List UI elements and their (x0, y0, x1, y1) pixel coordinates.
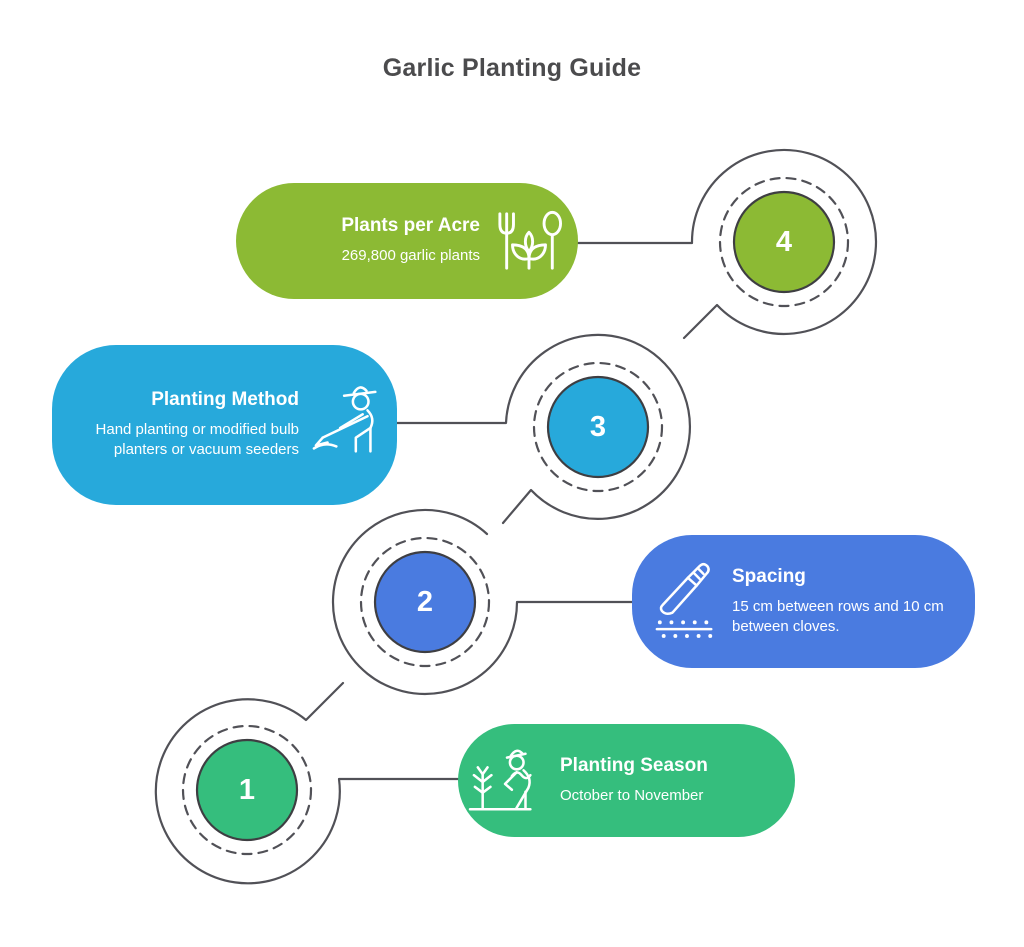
step2-card-description: 15 cm between rows and 10 cm between clo… (732, 597, 944, 635)
step3-dashed-ring (532, 361, 664, 493)
knife-spacing-icon (655, 562, 713, 638)
step4-card-title: Plants per Acre (341, 215, 480, 237)
step4-number: 4 (775, 225, 793, 258)
step3-circle (546, 375, 650, 479)
step2-dashed-ring (359, 536, 491, 668)
step1-ring-and-connector (154, 681, 460, 885)
step2-card-text: Spacing 15 cm between rows and 10 cm bet… (732, 566, 975, 637)
farmer-hoe-icon (312, 386, 377, 453)
step4-circle (732, 190, 836, 294)
step2-ring-and-connector (331, 508, 634, 696)
step2-circle (373, 550, 477, 654)
step3-card-description: Hand planting or modified bulb planters … (95, 421, 299, 459)
step1-card: Planting Season October to November (458, 724, 795, 837)
step4-ring-and-connector (576, 148, 878, 340)
step4-card-description: 269,800 garlic plants (341, 247, 480, 265)
step3-card: Planting Method Hand planting or modifie… (52, 345, 397, 505)
step2-card-title: Spacing (732, 565, 806, 587)
step3-ring-and-connector (395, 333, 692, 525)
step1-card-description: October to November (560, 786, 704, 804)
step1-circle (195, 738, 299, 842)
step3-number: 3 (589, 410, 607, 443)
step1-card-title: Planting Season (560, 754, 708, 776)
step4-dashed-ring (718, 176, 850, 308)
step3-card-title: Planting Method (151, 389, 299, 411)
step1-dashed-ring (181, 724, 313, 856)
farmer-planting-icon (468, 749, 532, 810)
step4-card: Plants per Acre 269,800 garlic plants (236, 183, 578, 299)
step2-number: 2 (416, 585, 434, 618)
step2-card: Spacing 15 cm between rows and 10 cm bet… (632, 535, 975, 668)
step4-card-text: Plants per Acre 269,800 garlic plants (341, 215, 480, 266)
fork-plant-spoon-icon (498, 210, 562, 270)
step1-number: 1 (238, 773, 256, 806)
step1-card-text: Planting Season October to November (560, 755, 708, 806)
page-title: Garlic Planting Guide (382, 54, 642, 82)
step3-card-text: Planting Method Hand planting or modifie… (67, 389, 299, 460)
